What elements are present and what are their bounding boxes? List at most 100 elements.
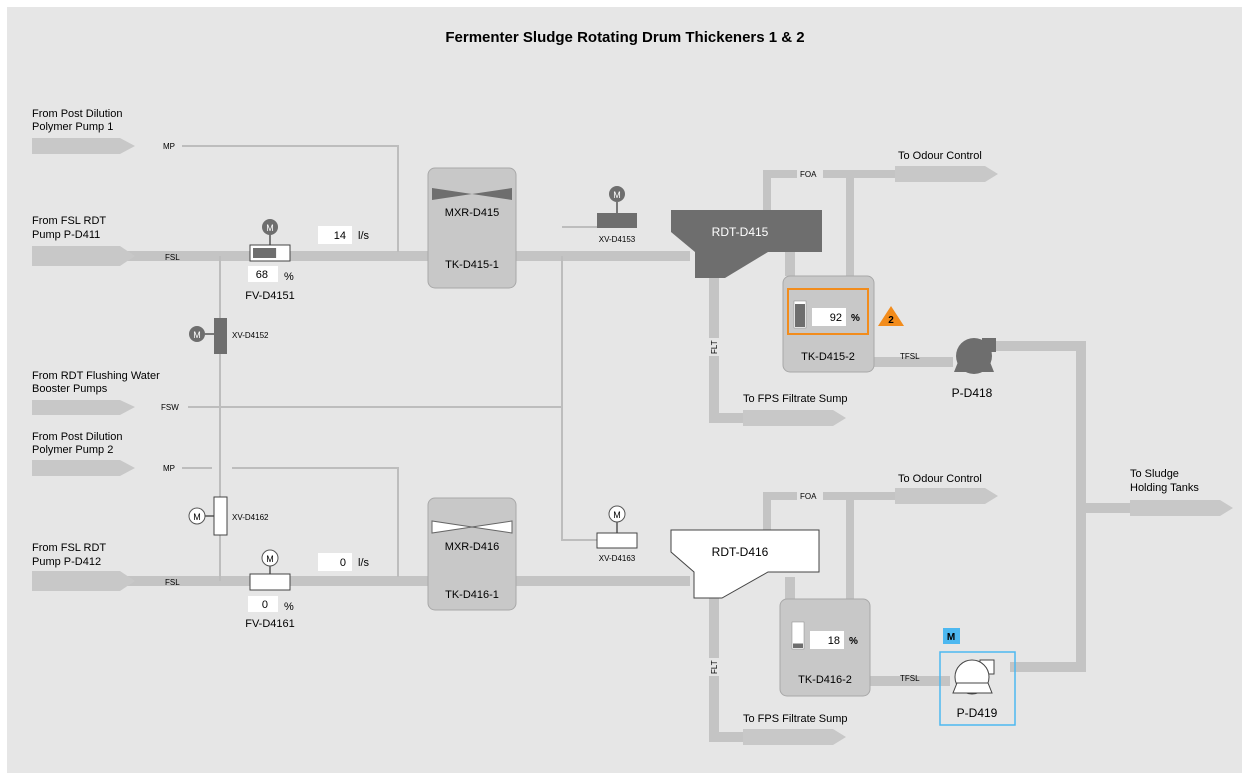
level-gauge [791, 621, 805, 650]
manual-mode-badge: M [943, 628, 960, 644]
level-field [810, 631, 844, 649]
holding-tank-tk-d415-2[interactable] [782, 275, 875, 373]
pipe-p418-discharge [995, 341, 1081, 351]
motor-icon [189, 326, 205, 342]
holding-tank-tk-d416-2[interactable] [779, 598, 871, 697]
motor-symbol: M [193, 330, 201, 340]
valve-position-unit-2: % [284, 601, 294, 613]
pipe-tk415-to-rdt [515, 251, 690, 261]
process-diagram: Fermenter Sludge Rotating Drum Thickener… [32, 29, 1233, 745]
motor-symbol: M [613, 190, 621, 200]
rdt-d415[interactable] [671, 210, 822, 278]
pump-p-d418[interactable] [954, 338, 996, 374]
line-label-fsw: FSW [161, 403, 179, 412]
holding-tank-tag-2: TK-D416-2 [798, 674, 852, 686]
valve-position-field-1 [248, 266, 278, 282]
line-label-fsl-2: FSL [165, 578, 180, 587]
motor-icon [261, 549, 279, 567]
motor-symbol: M [266, 223, 274, 233]
pipe-foa-2-v2 [846, 492, 854, 600]
flush-valve-tag-1: XV-D4153 [599, 235, 636, 244]
line-label-foa-1: FOA [800, 170, 817, 179]
pipe-foa-1-v2 [846, 170, 854, 276]
mix-tank-tk-d416-1[interactable] [427, 497, 517, 611]
source-fsl-411-line1: From FSL RDT [32, 215, 106, 227]
line-label-tfsl-1: TFSL [900, 352, 920, 361]
dest-odour-control-1: To Odour Control [898, 150, 982, 162]
motor-icon [609, 186, 625, 202]
mixer-icon [432, 188, 512, 200]
pipe-flt-1-h [709, 413, 749, 423]
line-labels: MP FSL FSW MP FSL FOA FOA FLT FLT TFSL T… [158, 141, 920, 683]
level-gauge-fill [795, 304, 805, 327]
source-post-dilution-1-line1: From Post Dilution [32, 108, 122, 120]
rdt-d416[interactable] [670, 529, 820, 599]
pipe-tk416-to-rdt [515, 576, 690, 586]
line-label-foa-2: FOA [800, 492, 817, 501]
flow-unit-1: l/s [358, 230, 370, 242]
page-title: Fermenter Sludge Rotating Drum Thickener… [445, 29, 804, 46]
motor-symbol: M [193, 512, 201, 522]
source-flushing-line1: From RDT Flushing Water [32, 370, 160, 382]
holding-tank-tag-1: TK-D415-2 [801, 351, 855, 363]
mode-badge-text: M [947, 632, 955, 643]
valve-position-bar [253, 248, 277, 258]
destination-arrows [743, 166, 1233, 745]
selection-frame [939, 651, 1016, 726]
hmi-canvas: Fermenter Sludge Rotating Drum Thickener… [7, 7, 1242, 773]
tank-level-unit-2: % [849, 636, 858, 647]
line-label-flt-2: FLT [710, 660, 719, 674]
line-label-tfsl-2: TFSL [900, 674, 920, 683]
pipe-tfsl-1 [873, 357, 953, 367]
line-label-mp-1: MP [163, 142, 175, 151]
mix-tank-tk-d415-1[interactable] [427, 167, 517, 289]
source-arrows [32, 138, 135, 591]
flush-valve-tag-2: XV-D4163 [599, 554, 636, 563]
pipe-tfsl-2 [870, 676, 950, 686]
valve-position-unit-1: % [284, 271, 294, 283]
pump-p-d419[interactable] [939, 651, 1016, 726]
isolation-valve-xv-d4152[interactable]: M [189, 318, 227, 354]
valve-position-field-2 [248, 596, 278, 612]
pipe-rdt-to-tk416-2 [785, 577, 795, 599]
pipe-rdt-to-tk415-2 [785, 252, 795, 276]
dest-odour-control-2: To Odour Control [898, 473, 982, 485]
mix-tank-tag-2: TK-D416-1 [445, 589, 499, 601]
flush-valve-xv-d4163[interactable]: M [596, 505, 638, 549]
flow-valve-tag-2: FV-D4161 [245, 618, 295, 630]
rdt-tag-2: RDT-D416 [712, 545, 769, 559]
flow-unit-2: l/s [358, 557, 370, 569]
mixer-icon [431, 520, 513, 534]
source-flushing-line2: Booster Pumps [32, 383, 108, 395]
dest-filtrate-sump-1: To FPS Filtrate Sump [743, 393, 848, 405]
pipe-foa-2-v [763, 492, 771, 536]
source-fsl-411-line2: Pump P-D411 [32, 229, 100, 241]
level-field [812, 308, 846, 326]
level-gauge-fill [793, 643, 803, 648]
tank-level-unit-1: % [851, 313, 860, 324]
source-fsl-412-line1: From FSL RDT [32, 542, 106, 554]
tank-level-value-1: 92 [830, 312, 842, 324]
pump-tag-1: P-D418 [952, 386, 993, 400]
pipe-foa-1-h [763, 170, 898, 178]
line-label-mp-2: MP [163, 464, 175, 473]
valve-position-value-1: 68 [256, 269, 268, 281]
flow-valve-fv-d4151[interactable]: M [249, 219, 291, 262]
line-label-flt-1: FLT [710, 340, 719, 354]
flow-valve-fv-d4161[interactable]: M [249, 549, 291, 591]
flow-valve-tag-1: FV-D4151 [245, 290, 295, 302]
isolation-valve-xv-d4162[interactable]: M [188, 496, 228, 536]
mix-tank-tag-1: TK-D415-1 [445, 259, 499, 271]
alarm-count: 2 [888, 315, 894, 326]
pipe-foa-1-v [763, 170, 771, 212]
pipe-foa-2-h [763, 492, 898, 500]
flush-valve-xv-d4153[interactable]: M [597, 186, 637, 228]
pipe-p419-discharge [1010, 662, 1086, 672]
motor-symbol: M [613, 510, 621, 520]
alarm-indicator[interactable]: 2 [878, 306, 904, 326]
source-post-dilution-2-line2: Polymer Pump 2 [32, 444, 113, 456]
pump-tag-2: P-D419 [957, 706, 998, 720]
tank-level-value-2: 18 [828, 635, 840, 647]
source-fsl-412-line2: Pump P-D412 [32, 556, 101, 568]
valve-position-value-2: 0 [262, 599, 268, 611]
